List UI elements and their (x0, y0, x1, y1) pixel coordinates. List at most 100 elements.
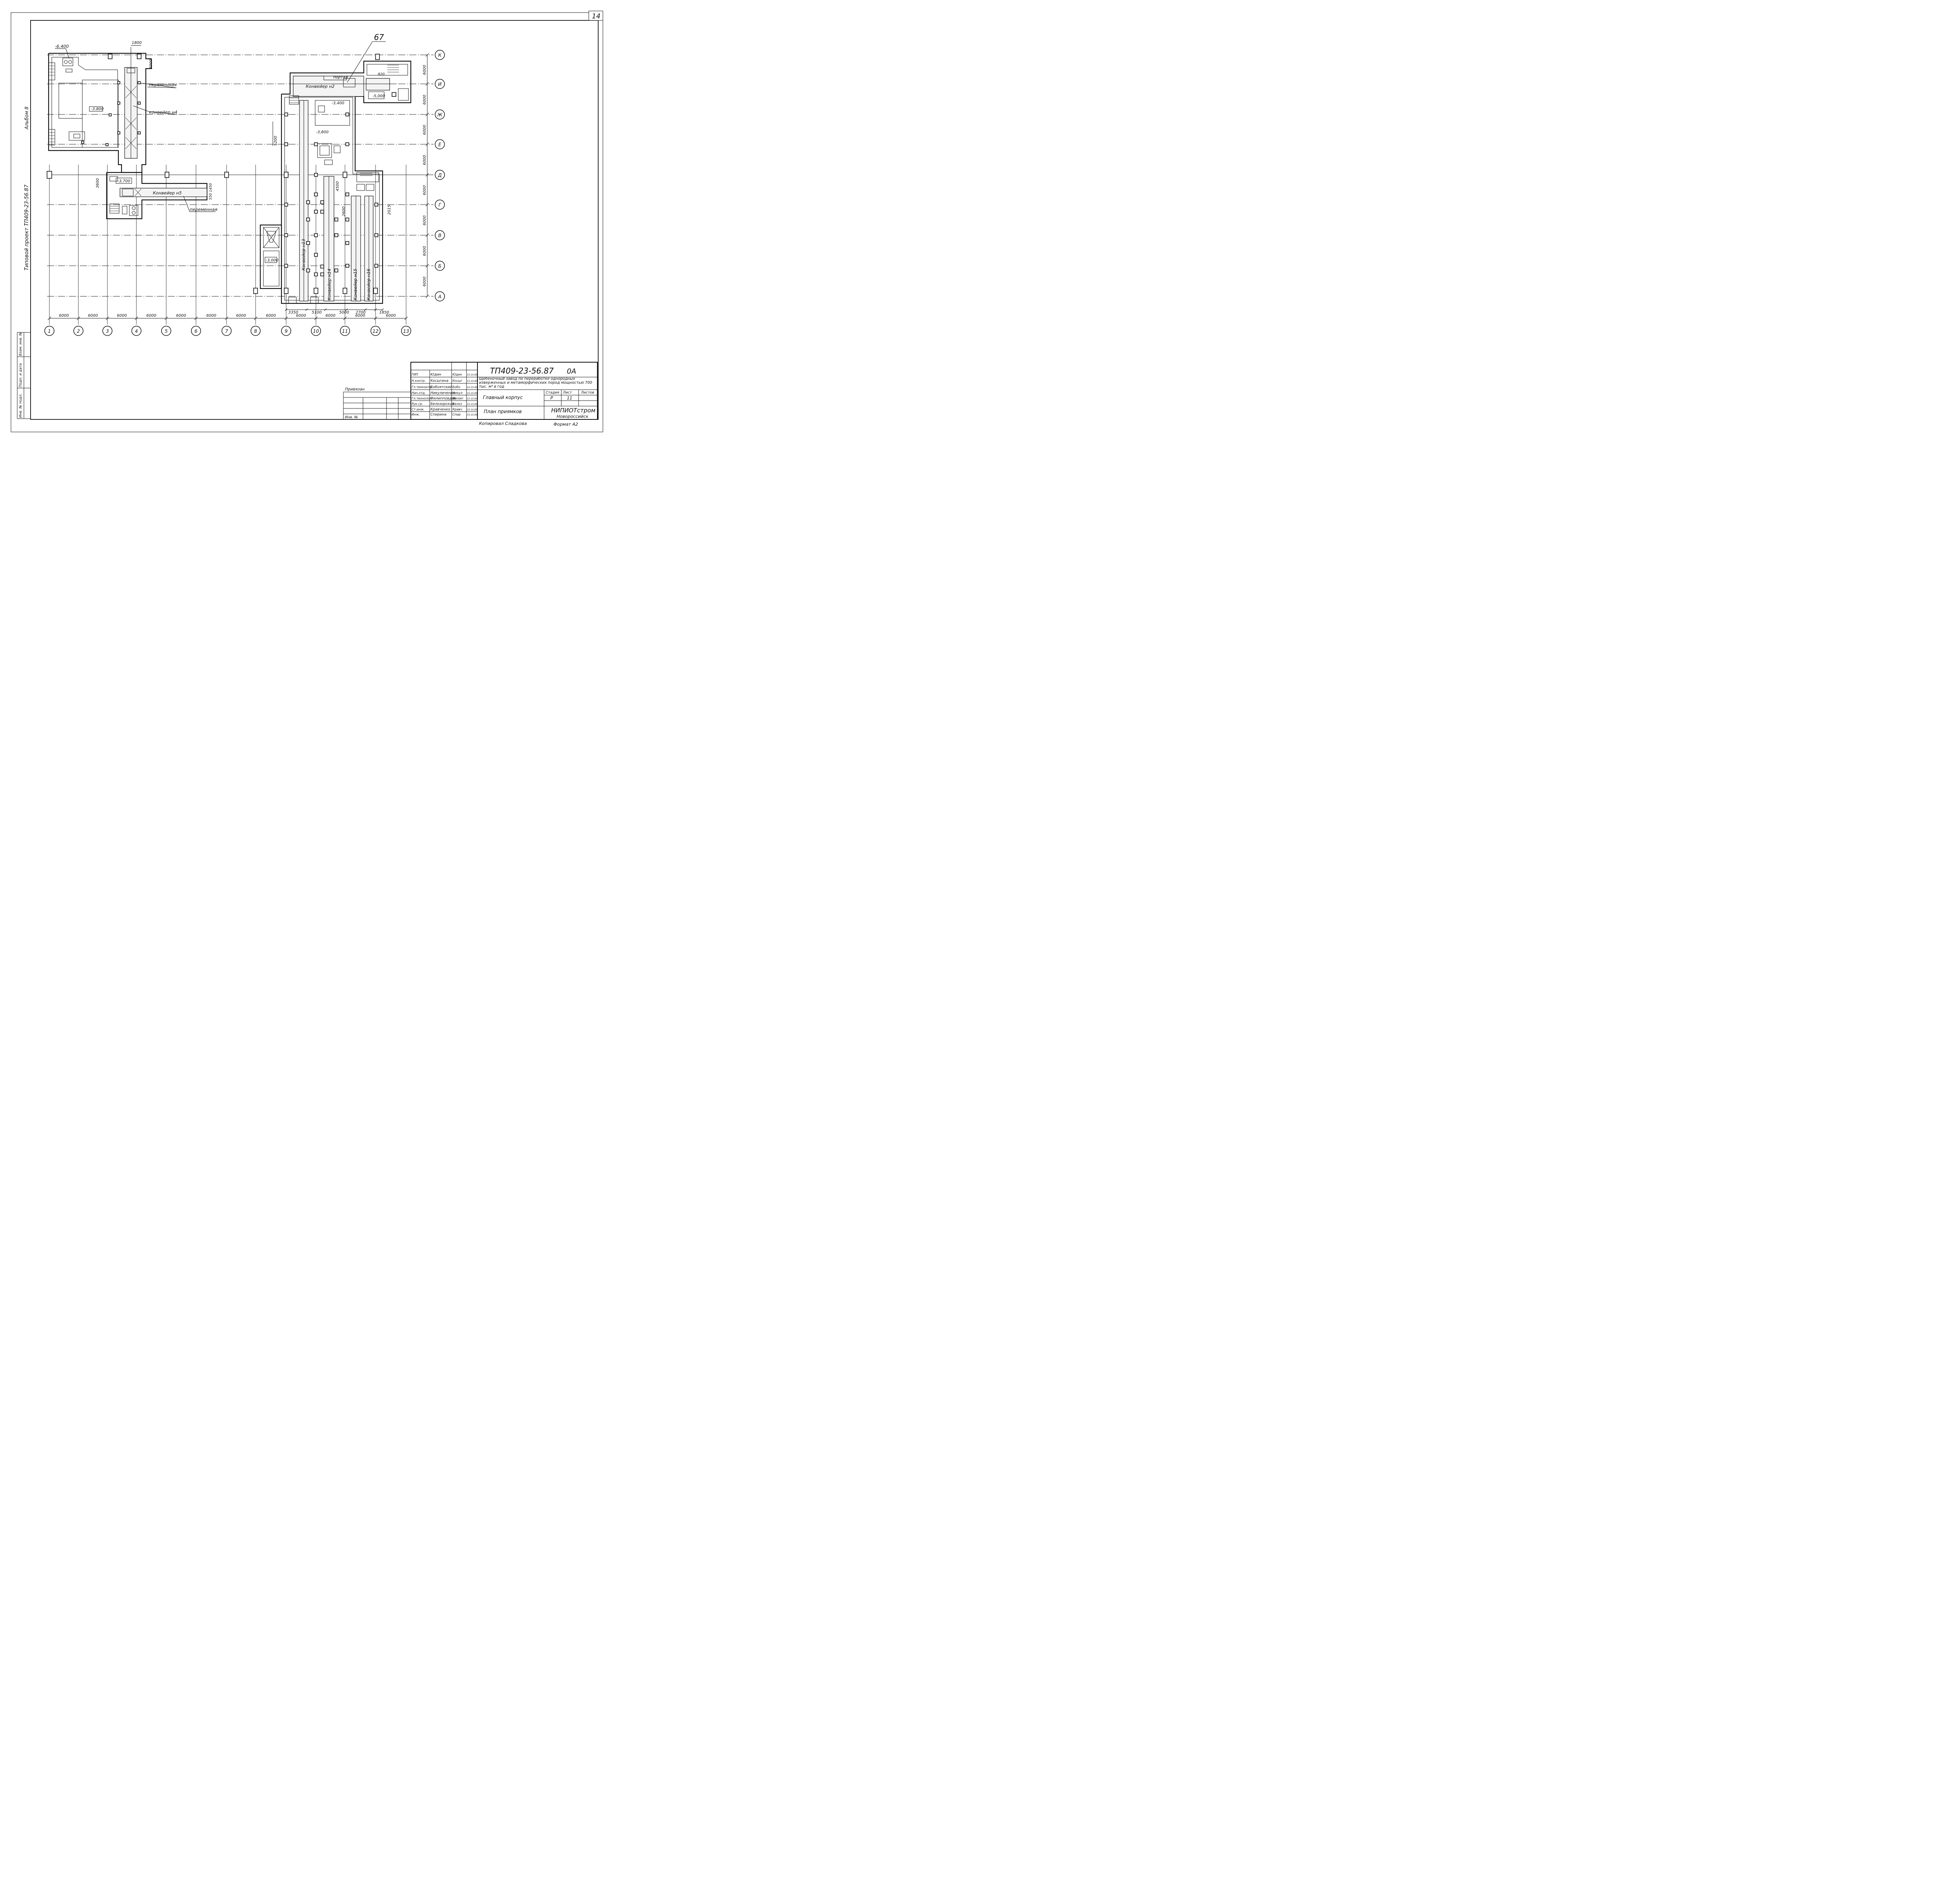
signer-signature: Юдин (452, 373, 462, 376)
column-axis-label: 4 (135, 328, 138, 334)
row-axis-label: И (438, 82, 442, 87)
column-axis-bubble (44, 326, 54, 336)
dimension-tick (47, 316, 51, 320)
signer-signature: Спир (452, 413, 461, 416)
column-axis-bubble (370, 326, 381, 336)
dim-820: 820 (378, 73, 385, 76)
building-name: Главный корпус (483, 395, 523, 400)
dim-4500: 4500 (336, 181, 340, 191)
small-pillar (306, 241, 310, 245)
sub-dimension-label: 3350 (288, 310, 298, 315)
portal-label: портал (333, 75, 348, 80)
row-axis-label: К (438, 53, 442, 58)
dimension-label: 6000 (423, 277, 427, 287)
small-pillar (320, 200, 324, 204)
signer-signature: Бобо (452, 385, 460, 389)
dim-3600: 3600 (96, 178, 100, 188)
stage-value: Р (550, 396, 553, 401)
dimension-label: 6000 (423, 155, 427, 165)
small-pillar (284, 264, 288, 268)
column-axis-label: 3 (106, 328, 109, 334)
signer-signature: Белоз (452, 402, 462, 406)
dimension-tick (343, 316, 347, 320)
dimension-tick (76, 316, 80, 320)
signer-date: 15.10.85 (467, 408, 477, 411)
conveyor-n2-label: Конвейер н2 (306, 84, 335, 89)
row-axis-bubble (435, 50, 445, 60)
stamp-inv-label: Инв. № подл. (19, 394, 23, 418)
column-axis-bubble (340, 326, 350, 336)
row-axis-bubble (435, 109, 445, 120)
sub-dimension-tick (324, 308, 327, 311)
signer-date: 15.10.85 (467, 397, 477, 400)
portal-tag (323, 76, 347, 80)
sheets-header: Листов (581, 391, 594, 395)
dimension-tick (425, 53, 429, 57)
signer-role: ГИП (412, 373, 418, 376)
signer-signature: Филип (452, 397, 463, 400)
row-axis-label: А (438, 294, 441, 299)
column-pillar (284, 288, 289, 294)
level-tag-1 (89, 106, 103, 112)
project-title: Щебеночный завод по переработке однородн… (479, 377, 592, 389)
signer-role: Ст.инж. (412, 408, 425, 411)
level-label-3800: -3.800 (91, 107, 103, 111)
conveyor-n5-label: Конвейер н5 (153, 191, 182, 196)
signer-date: 15.10.85 (467, 414, 477, 416)
column-axis-label: 1 (48, 328, 51, 334)
signer-name: Косыгина (430, 379, 448, 383)
level-label-3700: -3,700 (118, 179, 130, 183)
column-axis-bubble (161, 326, 171, 336)
small-pillar (345, 218, 349, 221)
signer-role: Гл.технолог (412, 397, 432, 400)
dimension-label: 6000 (266, 314, 276, 318)
column-axis-label: 7 (225, 328, 228, 334)
row-axis-bubble (435, 291, 445, 301)
small-pillar (334, 269, 338, 272)
signer-role: Гл.техконтр. (412, 385, 433, 389)
sub-dimension-tick (285, 308, 288, 311)
sheet-number-box (588, 11, 603, 21)
small-pillar (374, 203, 378, 207)
row-axis-bubble (435, 230, 445, 240)
column-axis-bubble (311, 326, 321, 336)
dim-1800: 1800 (132, 41, 142, 45)
sub-dimension-label: 5000 (339, 310, 349, 315)
small-pillar (345, 142, 349, 146)
org-city: Новороссийск (557, 414, 588, 419)
left-stamp: Инв. № подл. Подп. и дата Взам. инв. № (17, 332, 31, 419)
signer-date: 15.10.85 (467, 403, 477, 406)
dimension-tick (425, 233, 429, 237)
small-pillar (334, 218, 338, 221)
signer-date: 15.10.85 (467, 392, 477, 395)
column-axis-bubble (73, 326, 83, 336)
sheet-value: 11 (567, 396, 572, 401)
column-axis-label: 5 (165, 328, 168, 334)
album-label: Альбом 8 (24, 106, 29, 130)
small-pillar (306, 218, 310, 221)
level-label-5000: -5,000 (372, 94, 385, 98)
outer-sheet-border (11, 12, 603, 432)
sub-dimension-tick (305, 308, 308, 311)
dimension-label: 6000 (236, 314, 246, 318)
small-pillar (284, 233, 288, 237)
dimension-tick (404, 316, 408, 320)
column-axis-label: 12 (372, 328, 378, 334)
dimension-label: 6000 (88, 314, 98, 318)
project-title-box: Щебеночный завод по переработке однородн… (479, 377, 592, 389)
small-pillar (314, 272, 318, 276)
stage-header: Стадия (546, 391, 559, 395)
column-pillar (284, 172, 289, 178)
column-pillar (165, 172, 169, 178)
small-pillar (306, 269, 310, 272)
dimension-tick (425, 294, 429, 298)
dimension-tick (425, 264, 429, 268)
inv-label: Инв. № (345, 416, 358, 419)
dimension-tick (105, 316, 109, 320)
row-axis-label: Д (437, 172, 441, 178)
small-pillar (374, 264, 378, 268)
dim-550-1450: 550 1450 (209, 183, 213, 200)
note-variable-2: переменная (190, 207, 218, 212)
column-axis-bubble (191, 326, 201, 336)
